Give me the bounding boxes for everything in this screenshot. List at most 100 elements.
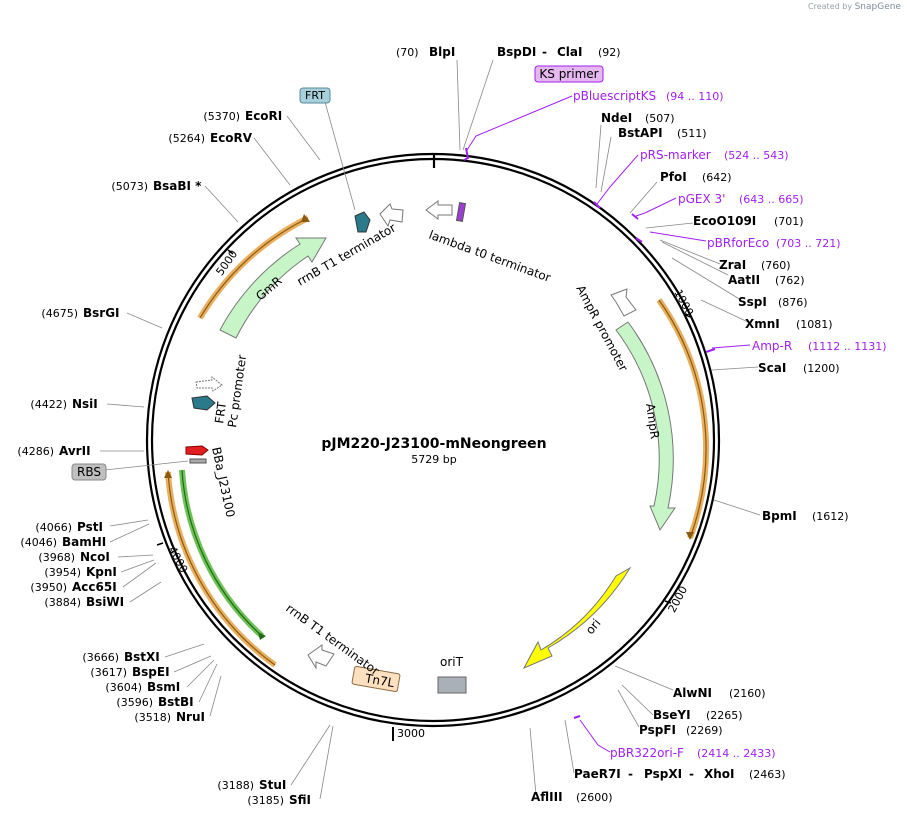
enzyme-label: BstAPI xyxy=(618,126,663,140)
enzyme-pos: (4066) xyxy=(35,521,72,534)
bba-bar xyxy=(189,458,207,464)
enzyme-label: BsaBI * xyxy=(153,179,202,193)
rbs-leader xyxy=(104,460,189,471)
ampr-arrow xyxy=(615,321,676,532)
enzyme-label: BstXI xyxy=(124,650,160,664)
enzyme-pos: (507) xyxy=(645,112,675,125)
enzyme-label: Acc65I xyxy=(72,580,117,594)
mneon-orf-line xyxy=(167,471,276,666)
enzyme-label: EcoRV xyxy=(210,131,253,145)
enzyme-label: XmnI xyxy=(745,317,780,331)
frt-box-label: FRT xyxy=(305,89,325,102)
primer-label: pGEX 3' xyxy=(678,192,725,206)
enzyme-pos: (2265) xyxy=(706,709,743,722)
enzyme-pos: (3666) xyxy=(82,651,119,664)
enzyme-label: NsiI xyxy=(72,397,98,411)
enzyme-pos: (762) xyxy=(775,274,805,287)
enzyme-pos: (4286) xyxy=(17,445,54,458)
enzyme-pos: (2463) xyxy=(749,768,786,781)
enzyme-label: AvrII xyxy=(59,444,91,458)
tick-4000-mark xyxy=(156,542,164,546)
orit-box xyxy=(437,676,467,694)
primer-label: pBR322ori-F xyxy=(610,746,684,760)
enzyme-label: ScaI xyxy=(758,361,786,375)
enzyme-label: BspDI xyxy=(497,45,536,59)
enzyme-pos: (642) xyxy=(702,171,732,184)
frt-top-arrow xyxy=(354,211,371,233)
pc-promoter-label: Pc promoter xyxy=(225,354,249,429)
primer-label: Amp-R xyxy=(752,339,792,353)
enzyme-label: BsiWI xyxy=(86,595,124,609)
ampr-promoter-arrow xyxy=(610,288,637,317)
rbs-box-label: RBS xyxy=(77,465,101,479)
enzyme-pos: (5073) xyxy=(111,180,148,193)
primer-label: pBluescriptKS xyxy=(573,89,656,103)
tn7l-label: Tn7L xyxy=(363,671,396,690)
enzyme-pos: (3604) xyxy=(105,681,142,694)
enzyme-pos: (92) xyxy=(598,46,621,59)
enzyme-pos: (2269) xyxy=(686,724,723,737)
enzyme-leaders xyxy=(100,59,761,800)
enzyme-label: SfiI xyxy=(289,793,311,807)
enzyme-pos: (70) xyxy=(396,46,419,59)
enzyme-label: BsrGI xyxy=(83,306,120,320)
enzyme-label: PstI xyxy=(77,520,103,534)
enzymes-top: (70) BlpI BspDI - ClaI (92) xyxy=(396,45,621,59)
tick-1000-mark xyxy=(683,313,691,318)
plasmid-length: 5729 bp xyxy=(411,453,456,466)
enzyme-sep: - xyxy=(542,45,547,59)
mneon-track-line xyxy=(181,469,263,637)
enzyme-pos: (511) xyxy=(677,127,707,140)
backbone-outer xyxy=(145,152,721,728)
snapgene-watermark: Created by SnapGene xyxy=(808,2,901,12)
enzyme-label: XhoI xyxy=(704,767,735,781)
primer-range: (524 .. 543) xyxy=(724,149,789,162)
enzyme-pos: (701) xyxy=(774,215,804,228)
tn7l-box xyxy=(351,665,401,693)
enzyme-pos: (4046) xyxy=(20,536,57,549)
enzyme-label: AflIII xyxy=(531,790,563,804)
ks-primer-label: KS primer xyxy=(539,67,598,81)
ampr-label: AmpR xyxy=(643,402,662,439)
enzymes-left: (5370) EcoRI (5264) EcoRV (5073) BsaBI *… xyxy=(17,109,311,807)
enzyme-pos: (3617) xyxy=(90,666,127,679)
mneon-orf-arrow xyxy=(164,470,172,478)
enzyme-pos: (876) xyxy=(778,296,808,309)
enzyme-pos: (1200) xyxy=(803,362,840,375)
primer-label: pBRforEco xyxy=(707,236,769,250)
enzyme-pos: (4422) xyxy=(30,398,67,411)
enzyme-pos: (3884) xyxy=(44,596,81,609)
enzyme-pos: (1612) xyxy=(812,510,849,523)
plasmid-name: pJM220-J23100-mNeongreen xyxy=(321,436,546,452)
enzyme-label: BseYI xyxy=(653,708,691,722)
enzyme-label: BpmI xyxy=(762,509,797,523)
lambda-label: lambda t0 terminator xyxy=(427,228,553,285)
enzyme-label: PaeR7I xyxy=(574,767,621,781)
boxed-labels: KS primer FRT RBS xyxy=(71,65,604,481)
rrnb-bottom-label: rrnB T1 terminator xyxy=(283,601,382,678)
enzyme-label: BamHI xyxy=(62,535,106,549)
rrnb-bottom-arrow xyxy=(307,644,335,670)
enzyme-label: AatII xyxy=(728,273,760,287)
enzyme-pos: (3968) xyxy=(38,551,75,564)
tick-5000-mark xyxy=(227,249,234,255)
enzyme-pos: (4675) xyxy=(41,307,78,320)
enzyme-label: SspI xyxy=(738,295,767,309)
watermark-prefix: Created by xyxy=(808,2,853,11)
features xyxy=(104,101,676,694)
rbs-arrow xyxy=(185,445,209,456)
primer-range: (94 .. 110) xyxy=(666,90,724,103)
primer-range: (643 .. 665) xyxy=(739,193,804,206)
enzymes-right: NdeI (507) BstAPI (511) PfoI (642) EcoO1… xyxy=(531,111,849,804)
bba-label: BBa_J23100 xyxy=(209,446,238,519)
enzyme-pos: (760) xyxy=(761,259,791,272)
ori-arrow xyxy=(522,567,631,670)
ks-primer-box xyxy=(534,65,604,83)
enzyme-label: NdeI xyxy=(601,111,632,125)
enzyme-label: NruI xyxy=(176,710,205,724)
primer-markers xyxy=(463,147,716,719)
enzyme-pos: (1081) xyxy=(796,318,833,331)
enzyme-label: ClaI xyxy=(557,45,582,59)
enzyme-pos: (3185) xyxy=(247,794,284,807)
